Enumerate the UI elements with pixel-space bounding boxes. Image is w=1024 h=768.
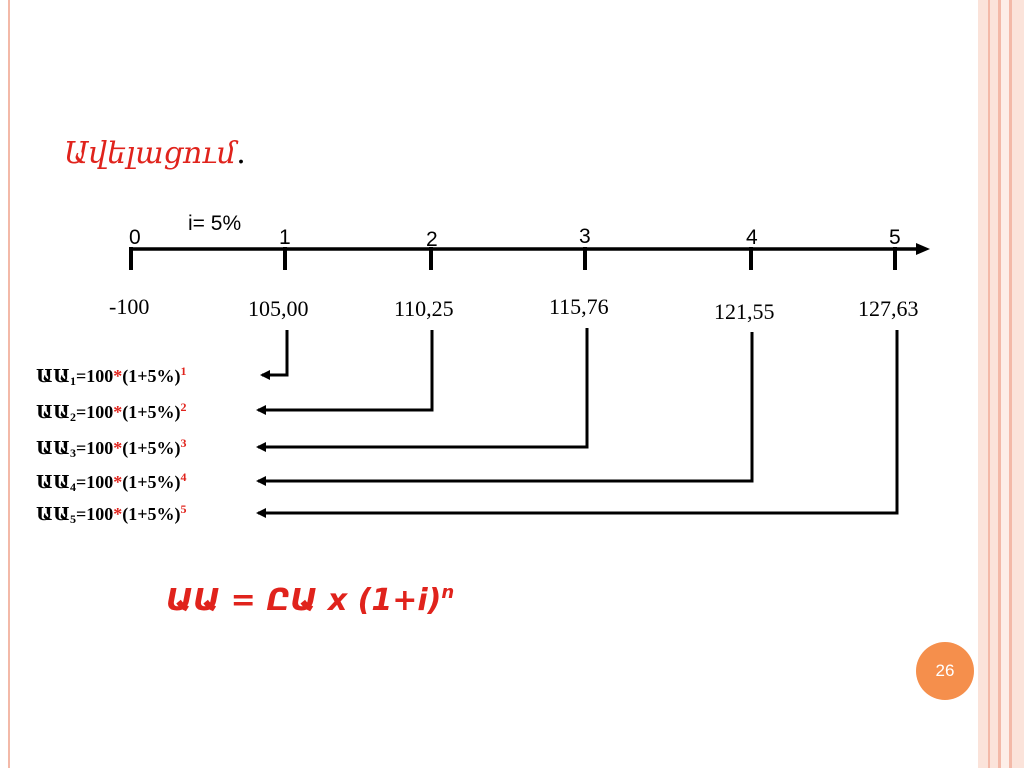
formula-prefix: ԱԱ (36, 472, 70, 492)
formula-subscript: 3 (69, 446, 76, 460)
formula-exponent: 5 (180, 502, 187, 516)
slide-frame-left (8, 0, 10, 768)
formula-subscript: 1 (69, 374, 76, 388)
formula-body: =100 (75, 472, 114, 492)
connector-arrow-2 (256, 330, 434, 415)
formula-exponent: 4 (180, 470, 187, 484)
connector-arrow-1 (260, 330, 289, 380)
period-label-4: 4 (746, 226, 758, 249)
general-formula: ԱԱ = ԸԱ x (1+i)n (166, 582, 454, 618)
period-label-0: 0 (129, 226, 141, 249)
formula-multiply: * (113, 438, 123, 458)
formula-exponent: 2 (180, 400, 187, 414)
formula-exponent: 1 (180, 364, 187, 378)
formula-body: =100 (75, 366, 114, 386)
period-label-2: 2 (426, 228, 438, 251)
connector-arrow-3 (256, 328, 589, 452)
cash-flow-2: 110,25 (394, 296, 454, 321)
formula-row-5: ԱԱ5=100*(1+5%)5 (36, 502, 186, 527)
slide-title-dot: . (236, 136, 246, 171)
formula-prefix: ԱԱ (36, 366, 70, 386)
period-label-1: 1 (279, 226, 291, 249)
formula-row-3: ԱԱ3=100*(1+5%)3 (36, 436, 186, 461)
formula-subscript: 4 (69, 480, 76, 494)
formula-parenthesis: (1+5%) (122, 402, 181, 422)
formula-body: =100 (75, 504, 114, 524)
formula-parenthesis: (1+5%) (122, 438, 181, 458)
cash-flow-1: 105,00 (248, 296, 309, 321)
formula-row-4: ԱԱ4=100*(1+5%)4 (36, 470, 186, 495)
formula-parenthesis: (1+5%) (122, 504, 181, 524)
formula-parenthesis: (1+5%) (122, 472, 181, 492)
cash-flow-0: -100 (109, 294, 150, 319)
formula-multiply: * (113, 366, 123, 386)
timeline-axis (131, 243, 930, 255)
formula-multiply: * (113, 402, 123, 422)
slide-frame-right (978, 0, 1024, 768)
formula-exponent: 3 (180, 436, 187, 450)
formula-multiply: * (113, 504, 123, 524)
period-label-5: 5 (889, 226, 901, 249)
formula-multiply: * (113, 472, 123, 492)
interest-rate-label: i= 5% (188, 212, 242, 235)
period-label-3: 3 (579, 225, 591, 248)
connector-arrow-5 (256, 330, 899, 518)
formula-parenthesis: (1+5%) (122, 366, 181, 386)
formula-prefix: ԱԱ (36, 504, 70, 524)
general-formula-text: ԱԱ = ԸԱ x (1+i) (166, 583, 442, 618)
cash-flow-5: 127,63 (858, 296, 919, 321)
slide-title: Ավելացում. (64, 136, 246, 171)
formula-subscript: 5 (69, 512, 76, 526)
formula-prefix: ԱԱ (36, 402, 70, 422)
page-number-badge: 26 (916, 642, 974, 700)
timeline-ticks (129, 247, 897, 270)
general-formula-exponent: n (441, 582, 455, 603)
formula-body: =100 (75, 438, 114, 458)
formula-row-1: ԱԱ1=100*(1+5%)1 (36, 364, 186, 389)
cash-flow-4: 121,55 (714, 299, 775, 324)
formula-prefix: ԱԱ (36, 438, 70, 458)
formula-row-2: ԱԱ2=100*(1+5%)2 (36, 400, 186, 425)
formula-body: =100 (75, 402, 114, 422)
slide-title-text: Ավելացում (64, 136, 237, 171)
formula-subscript: 2 (69, 410, 76, 424)
connector-arrow-4 (256, 332, 754, 486)
cash-flow-3: 115,76 (549, 294, 609, 319)
